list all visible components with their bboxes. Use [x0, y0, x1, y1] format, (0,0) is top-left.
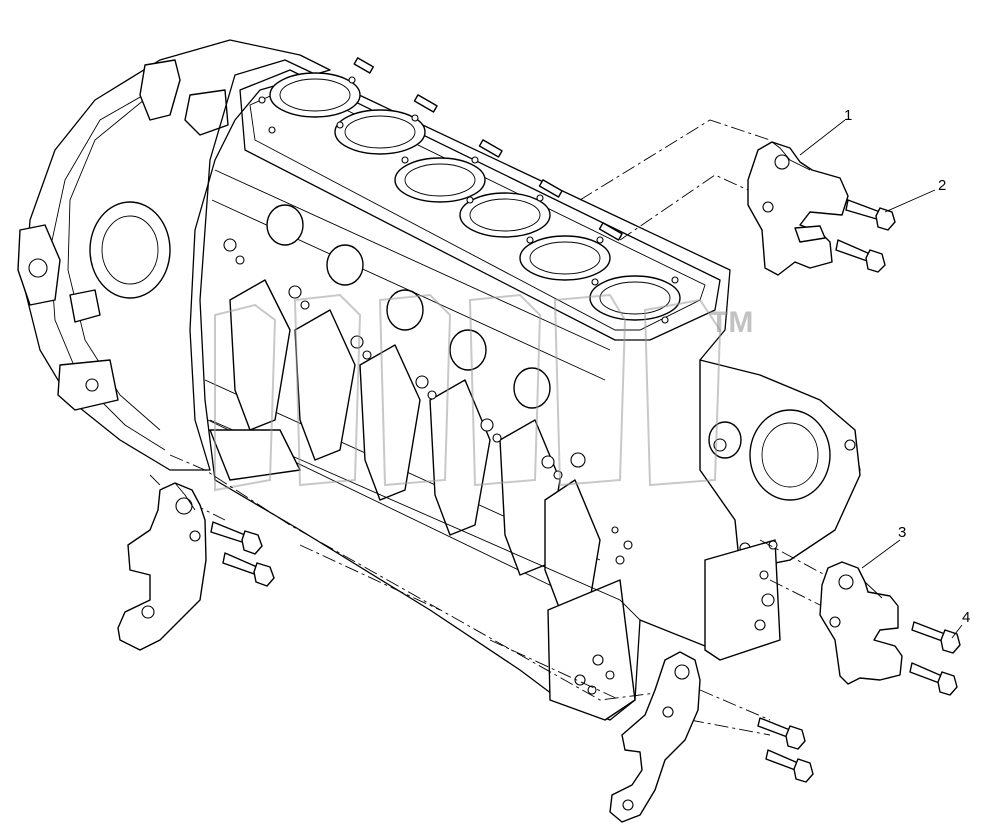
bolts-upper-right	[835, 199, 896, 273]
bolts-lower-right	[909, 621, 961, 696]
bolts-lower-left	[210, 521, 275, 587]
deck-bolt-holes	[258, 76, 679, 324]
cap-bolts	[223, 238, 586, 480]
watermark: TM	[214, 293, 753, 492]
bracket-lower-left	[117, 482, 207, 651]
callout-2: 2	[938, 177, 946, 194]
bolts-bottom-center	[757, 717, 814, 783]
callout-leaders	[799, 119, 963, 639]
bracket-upper-right	[747, 141, 849, 276]
head-deck	[239, 69, 721, 341]
trademark-mark: TM	[710, 306, 753, 339]
rear-lower-plate	[547, 579, 636, 721]
engine-block	[17, 39, 861, 721]
callout-1: 1	[844, 107, 852, 124]
callout-4: 4	[962, 609, 970, 626]
bracket-lower-right	[819, 561, 903, 685]
bracket-bottom-center	[609, 651, 701, 823]
main-bearing-caps	[229, 279, 601, 611]
callout-3: 3	[898, 524, 906, 541]
assembly-centerlines	[149, 119, 831, 736]
cylinder-bores	[269, 72, 681, 321]
housing-boss-top	[139, 59, 181, 121]
deck-slots	[353, 57, 623, 241]
callout-labels: 1 2 3 4	[844, 107, 970, 626]
